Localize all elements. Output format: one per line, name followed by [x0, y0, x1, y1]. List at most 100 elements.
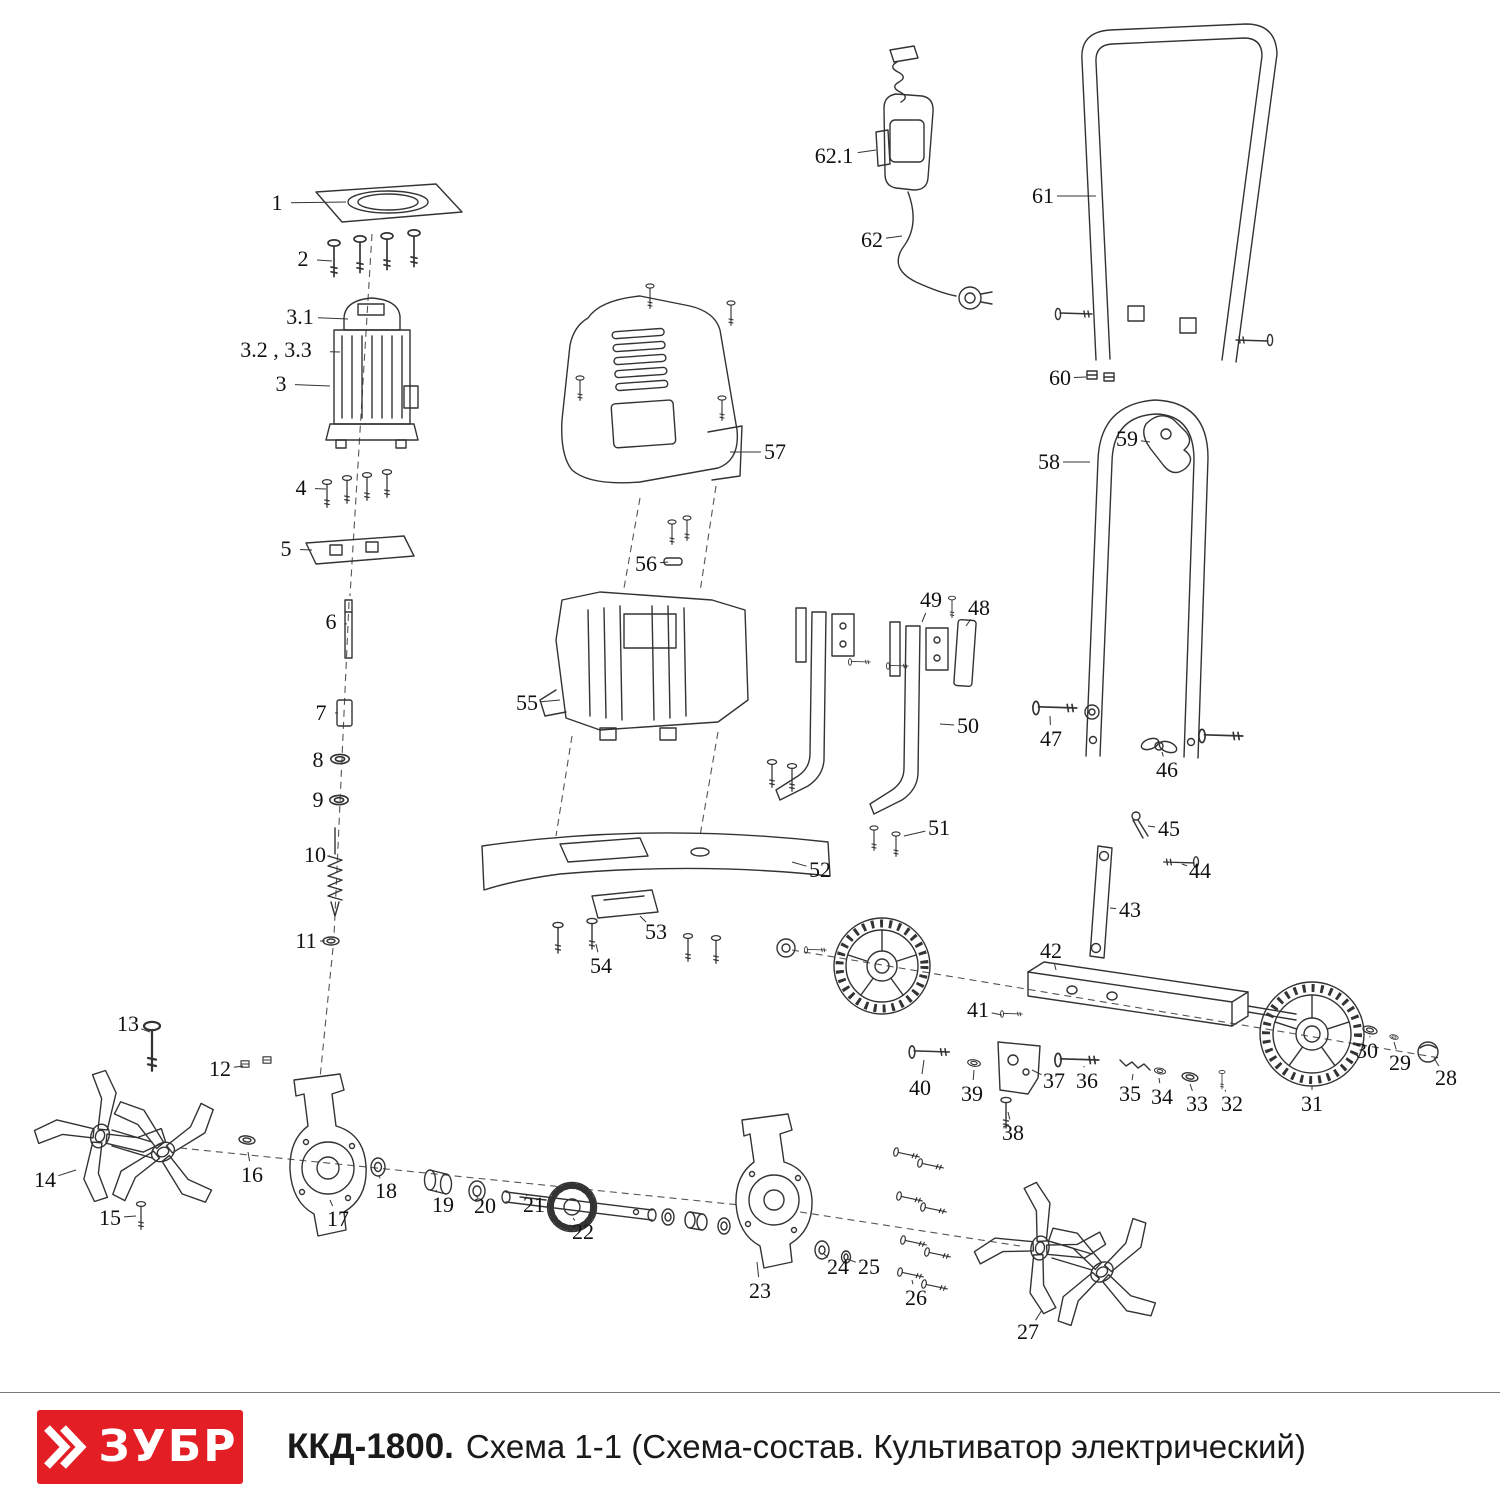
- part-label-46: 46: [1156, 757, 1178, 782]
- part-label-2: 2: [297, 246, 309, 271]
- part-cotter-pin: [1131, 811, 1149, 839]
- leader-line: [1035, 1309, 1043, 1321]
- part-label-7: 7: [315, 700, 327, 725]
- assembly-axis-lines: [179, 233, 1441, 1247]
- part-label-6: 6: [325, 609, 337, 634]
- part-label-54: 54: [590, 953, 612, 978]
- part-label-20: 20: [474, 1193, 496, 1218]
- part-label-10: 10: [304, 842, 326, 867]
- part-label-3.1: 3.1: [286, 304, 314, 329]
- part-label-58: 58: [1038, 449, 1060, 474]
- brand-name: ЗУБР: [98, 1420, 238, 1472]
- part-label-47: 47: [1040, 726, 1062, 751]
- part-pin-32: [1218, 1070, 1226, 1090]
- part-label-19: 19: [432, 1192, 454, 1217]
- leader-line: [972, 1069, 975, 1081]
- leader-line: [299, 549, 313, 551]
- part-bolt-36: [1054, 1052, 1100, 1068]
- leader-line: [911, 1279, 914, 1285]
- part-flat-bar: [1089, 845, 1113, 959]
- part-gearbox-plate-left: [289, 1073, 367, 1237]
- part-label-13: 13: [117, 1011, 139, 1036]
- part-washer-16: [237, 1134, 257, 1146]
- part-label-11: 11: [295, 928, 317, 953]
- part-tine-shaft: [501, 1181, 731, 1235]
- part-label-24: 24: [827, 1254, 849, 1279]
- leader-line: [1031, 1069, 1042, 1076]
- part-label-17: 17: [327, 1206, 349, 1231]
- part-transport-wheel: [1259, 981, 1365, 1087]
- part-lower-handle: [1085, 399, 1209, 759]
- part-label-30: 30: [1356, 1038, 1378, 1063]
- leader-line: [329, 1199, 334, 1207]
- part-label-14: 14: [34, 1167, 56, 1192]
- part-label-41: 41: [967, 997, 989, 1022]
- leader-line: [378, 1175, 381, 1179]
- part-cam-lever: [1143, 415, 1192, 474]
- part-label-28: 28: [1435, 1065, 1457, 1090]
- part-label-18: 18: [375, 1178, 397, 1203]
- part-label-31: 31: [1301, 1091, 1323, 1116]
- part-hub-cap: [1417, 1041, 1439, 1063]
- part-label-1: 1: [271, 190, 283, 215]
- part-label-48: 48: [968, 595, 990, 620]
- model-name: ККД-1800.: [287, 1426, 454, 1466]
- diagram-art: [0, 23, 1441, 1392]
- leader-line: [1140, 440, 1151, 443]
- leader-line: [141, 1028, 151, 1033]
- leader-line: [123, 1215, 137, 1218]
- part-shield-plate: [481, 832, 831, 891]
- part-label-3: 3: [275, 371, 287, 396]
- part-wing-nut: [1140, 728, 1244, 754]
- part-axle-bracket: [1027, 961, 1297, 1027]
- part-label-45: 45: [1158, 816, 1180, 841]
- leader-line: [791, 861, 807, 867]
- part-label-12: 12: [209, 1056, 231, 1081]
- part-switch-box: [875, 45, 934, 191]
- part-washer-39: [966, 1058, 982, 1068]
- leader-line: [572, 1217, 576, 1221]
- leader-line: [475, 1195, 479, 1199]
- part-clamp-bolt: [1032, 700, 1100, 720]
- part-label-49: 49: [920, 587, 942, 612]
- leader-line: [316, 259, 333, 262]
- leader-line: [294, 384, 331, 387]
- leader-line: [1224, 1089, 1227, 1092]
- part-gearbox-plate-right: [735, 1113, 813, 1269]
- leader-line: [1393, 1041, 1397, 1050]
- leader-line: [639, 915, 647, 923]
- part-label-40: 40: [909, 1075, 931, 1100]
- leader-line: [1433, 1057, 1440, 1067]
- leader-line: [247, 1151, 251, 1162]
- footer: ЗУБР ККД-1800.Схема 1-1 (Схема-состав. К…: [0, 1392, 1500, 1500]
- part-label-26: 26: [905, 1285, 927, 1310]
- part-label-3.2-3.3: 3.2 , 3.3: [240, 337, 312, 362]
- part-label-23: 23: [749, 1278, 771, 1303]
- part-label-51: 51: [928, 815, 950, 840]
- part-label-62.1: 62.1: [814, 143, 854, 168]
- leader-line: [921, 1059, 925, 1075]
- leader-line: [756, 1261, 760, 1278]
- leader-line: [1147, 825, 1156, 828]
- leader-line: [1054, 964, 1057, 971]
- part-wheel-bracket: [997, 1041, 1041, 1095]
- part-tine-assembly-left: [19, 1055, 249, 1238]
- leader-line: [1189, 1083, 1193, 1091]
- part-nuts-handle: [1086, 370, 1115, 382]
- leader-line: [1161, 751, 1164, 757]
- part-washer-29: [1388, 1033, 1400, 1041]
- part-label-62: 62: [861, 227, 883, 252]
- part-label-50: 50: [957, 713, 979, 738]
- part-label-5: 5: [280, 536, 292, 561]
- leader-line: [939, 723, 955, 726]
- part-spring-35: [1119, 1059, 1151, 1071]
- part-bushing-19: [423, 1169, 453, 1195]
- part-label-25: 25: [858, 1254, 880, 1279]
- part-label-52: 52: [809, 857, 831, 882]
- part-label-4: 4: [295, 475, 307, 500]
- part-ring-24: [814, 1240, 830, 1260]
- part-upper-handle: [1054, 23, 1278, 363]
- part-stake-plate: [948, 595, 977, 688]
- part-label-27: 27: [1017, 1319, 1039, 1344]
